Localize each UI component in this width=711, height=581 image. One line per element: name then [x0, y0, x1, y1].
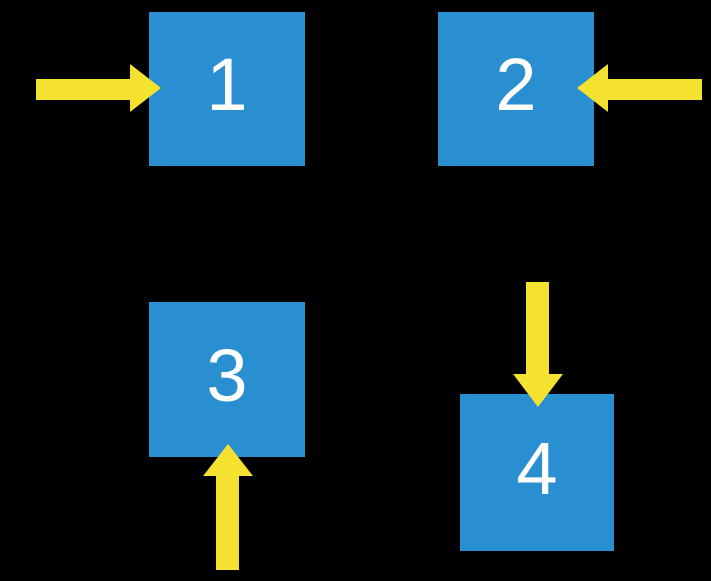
down-arrow-head [513, 374, 563, 407]
down-arrow-shaft [526, 282, 549, 375]
box-3: 3 [149, 302, 305, 457]
right-arrow-shaft [36, 79, 131, 100]
box-2-label: 2 [495, 43, 537, 126]
up-arrow-shaft [216, 475, 239, 570]
box-4: 4 [460, 394, 614, 551]
box-1-label: 1 [206, 43, 248, 126]
left-arrow-shaft [607, 79, 702, 100]
box-4-label: 4 [516, 426, 558, 510]
box-3-label: 3 [206, 333, 248, 417]
right-arrow-head [130, 64, 161, 112]
left-arrow-head [577, 64, 608, 112]
box-2: 2 [438, 12, 594, 166]
box-1: 1 [149, 12, 305, 166]
up-arrow-head [203, 444, 253, 476]
